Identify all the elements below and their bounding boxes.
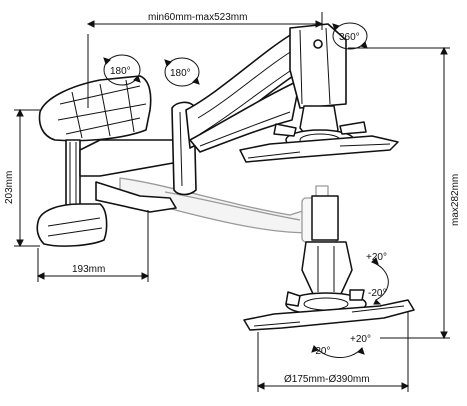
- plate-width-dimension-label: 193mm: [72, 264, 105, 275]
- plate-size-dimension-label: Ø175mm-Ø390mm: [284, 374, 370, 385]
- swivel-arc: [311, 345, 365, 358]
- rotation-icon-joint2: [164, 57, 200, 87]
- projector-bracket-lower: [243, 195, 415, 331]
- main-arm: [171, 23, 347, 196]
- reach-dimension-label: min60mm-max523mm: [148, 12, 247, 23]
- labels: min60mm-max523mm max282mm 203mm 193mm Ø1…: [4, 12, 461, 385]
- rotation-icon-joint1: [103, 54, 141, 86]
- tilt-down-label: -20°: [368, 288, 386, 299]
- dimension-lines: [14, 12, 450, 392]
- tilt-arc: [371, 257, 389, 305]
- tilt-up-label: +20°: [366, 252, 387, 263]
- joint1-rotation-label: 180°: [110, 66, 131, 77]
- wall-plate-top-block: [38, 75, 152, 142]
- plate-height-dimension-label: 203mm: [4, 171, 15, 204]
- projector-bracket-upper: [239, 105, 399, 163]
- swivel-right-label: +20°: [350, 334, 371, 345]
- rotation-icon-head: [332, 22, 368, 50]
- swivel-left-label: -20°: [312, 346, 330, 357]
- wall-plate-column: [65, 139, 81, 207]
- head-housing: [289, 23, 347, 109]
- joint2-rotation-label: 180°: [170, 68, 191, 79]
- height-dimension-label: max282mm: [450, 174, 461, 226]
- wall-plate-bottom-block: [36, 203, 108, 247]
- wall-plate: [36, 75, 191, 247]
- head-rotation-label: 360°: [339, 32, 360, 43]
